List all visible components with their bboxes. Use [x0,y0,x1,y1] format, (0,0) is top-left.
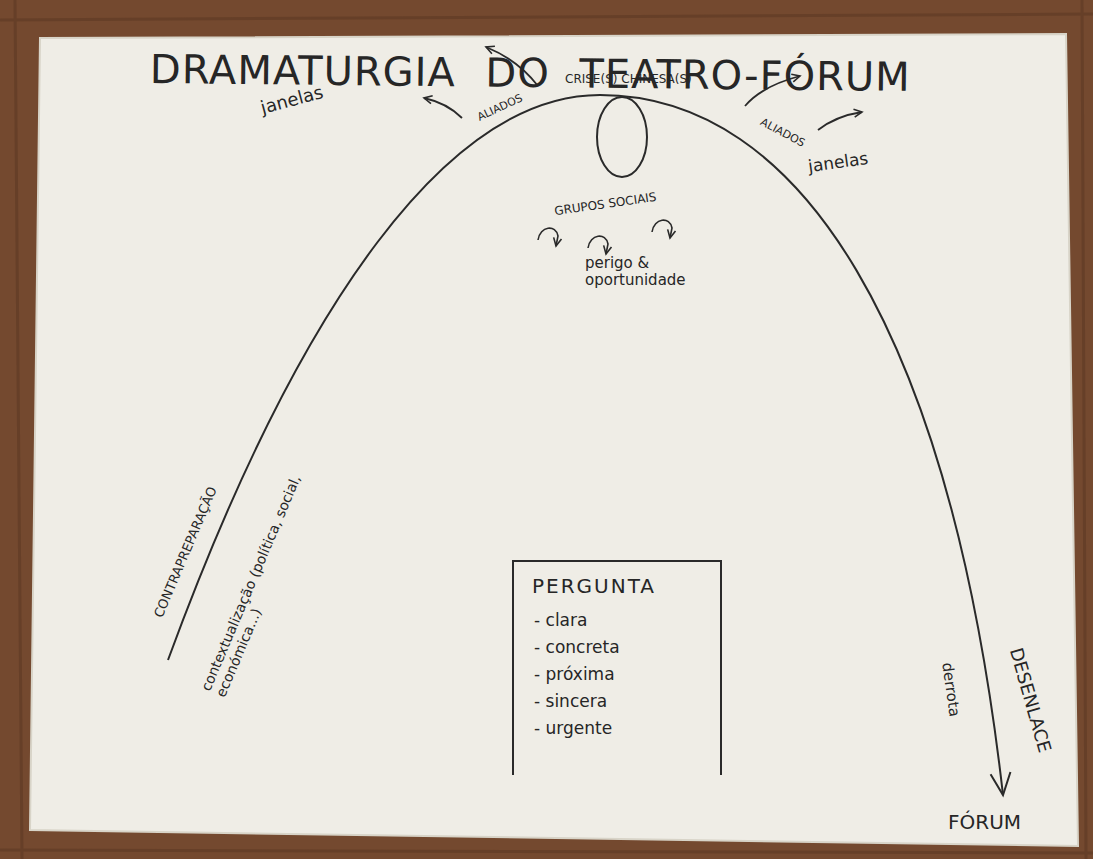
question-item: - clara [534,610,702,630]
note-label: perigo & oportunidade [585,255,715,290]
question-box: PERGUNTA - clara - concreta - próxima - sinc… [512,560,722,775]
forum-label: FÓRUM [948,811,1021,834]
diagram-title: DRAMATURGIA DO TEATRO-FÓRUM [150,46,911,100]
curl-arrow [588,236,608,254]
crisis-label: CRISE(S) CHINESA(S) [565,73,692,87]
paper-sheet [30,34,1078,846]
dramatic-arc [168,95,1003,795]
question-heading: PERGUNTA [532,574,702,598]
question-item: - urgente [534,718,702,738]
curl-arrow [652,220,672,238]
window-arrow [424,98,462,118]
question-item: - concreta [534,637,702,657]
question-item: - sincera [534,691,702,711]
window-arrow [818,112,862,130]
crisis-loop [597,97,647,177]
curl-arrow [538,228,558,246]
question-item: - próxima [534,664,702,684]
